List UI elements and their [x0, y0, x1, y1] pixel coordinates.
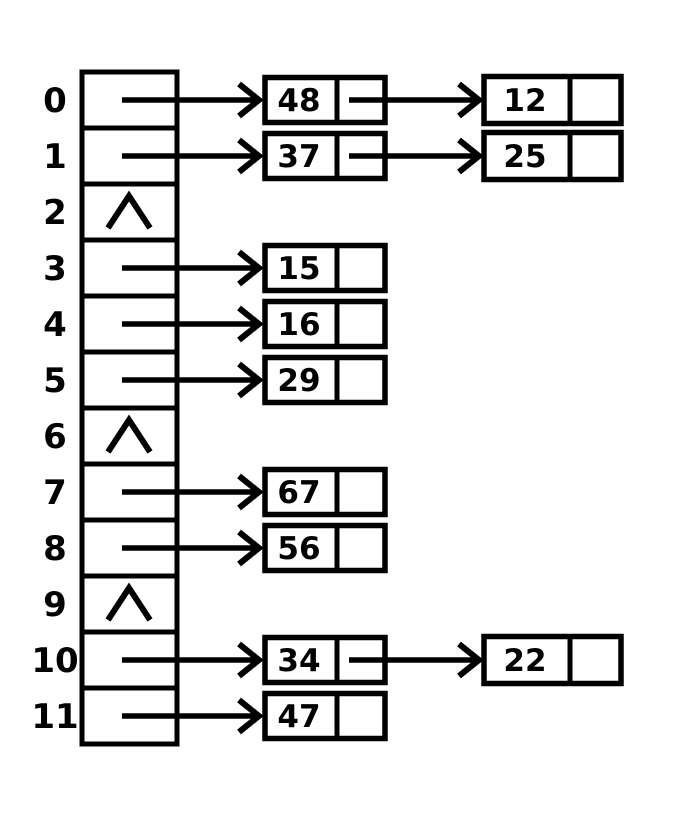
list-node-box [262, 354, 388, 406]
node-value: 56 [277, 531, 320, 567]
list-node-box [262, 690, 388, 742]
node-value: 15 [277, 251, 320, 287]
bucket-index-label: 0 [43, 81, 67, 121]
bucket-index-label: 8 [43, 529, 67, 569]
pointer-arrowhead-icon [237, 697, 264, 735]
bucket-index-label: 11 [31, 697, 78, 737]
list-node-box [262, 298, 388, 350]
node-value: 25 [503, 139, 546, 175]
pointer-arrowhead-icon [237, 473, 264, 511]
null-marker-icon [105, 414, 153, 454]
node-value: 16 [277, 307, 320, 343]
list-node-box [262, 522, 388, 574]
pointer-arrowhead-icon [237, 529, 264, 567]
bucket-index-label: 4 [43, 305, 67, 345]
node-value: 48 [277, 83, 320, 119]
node-value: 34 [277, 643, 320, 679]
pointer-arrowhead-icon [237, 137, 264, 175]
bucket-index-label: 9 [43, 585, 67, 625]
pointer-arrowhead-icon [237, 81, 264, 119]
pointer-arrowhead-icon [457, 137, 484, 175]
list-node-box [481, 633, 624, 687]
bucket-index-label: 6 [43, 417, 67, 457]
node-value: 22 [503, 643, 546, 679]
bucket-index-label: 7 [43, 473, 67, 513]
list-node-box [481, 73, 624, 127]
node-value: 12 [503, 83, 546, 119]
pointer-arrowhead-icon [457, 641, 484, 679]
pointer-arrowhead-icon [237, 249, 264, 287]
bucket-index-label: 5 [43, 361, 67, 401]
bucket-index-label: 2 [43, 193, 67, 233]
node-value: 37 [277, 139, 320, 175]
list-node-box [481, 129, 624, 183]
node-value: 29 [277, 363, 320, 399]
null-marker-icon [105, 582, 153, 622]
list-node-box [262, 242, 388, 294]
node-value: 67 [277, 475, 320, 511]
pointer-arrowhead-icon [457, 81, 484, 119]
bucket-index-label: 1 [43, 137, 67, 177]
list-node-box [262, 466, 388, 518]
null-marker-icon [105, 190, 153, 230]
pointer-arrowhead-icon [237, 641, 264, 679]
bucket-index-label: 3 [43, 249, 67, 289]
node-value: 47 [277, 699, 320, 735]
pointer-arrowhead-icon [237, 305, 264, 343]
bucket-index-label: 10 [31, 641, 78, 681]
pointer-arrowhead-icon [237, 361, 264, 399]
